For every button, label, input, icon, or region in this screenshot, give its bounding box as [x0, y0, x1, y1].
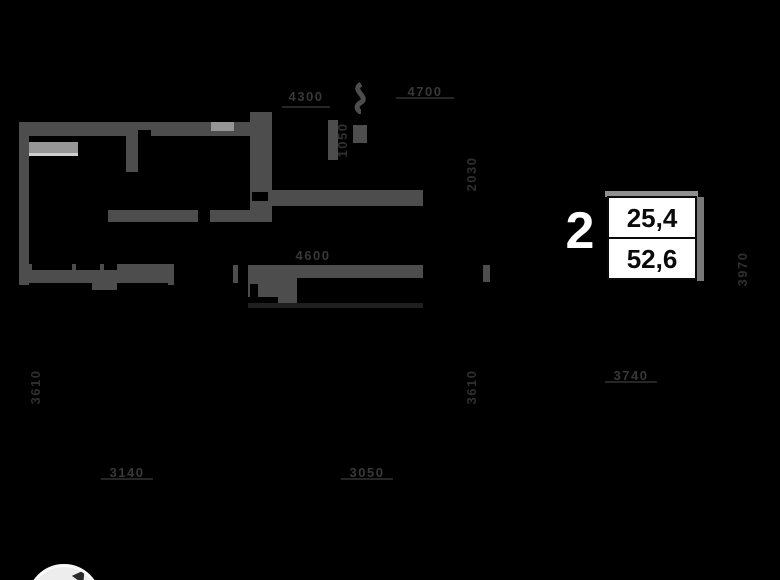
adjacent-wall-faint: [248, 303, 423, 308]
area-box-shadow-top: [605, 191, 698, 197]
living-area-value: 25,4: [609, 198, 695, 239]
wall-stub-mid: [168, 264, 174, 285]
window-opening-1: [32, 259, 72, 270]
wall-chunk-a: [328, 120, 338, 160]
window-top-segment: [211, 122, 234, 131]
door-opening-mid: [198, 210, 210, 222]
dim-top-left: 4300: [288, 89, 324, 104]
dimension-line: [101, 478, 153, 480]
window-opening-3: [104, 259, 117, 270]
unit-area-box: 25,4 52,6: [607, 196, 697, 280]
dim-bottom-left: 3140: [109, 465, 145, 480]
dim-lower-mid-vertical: 3610: [464, 369, 479, 405]
wall-mid-left: [108, 210, 250, 222]
wall-stub-left: [92, 280, 117, 290]
window-sill-bar: [29, 142, 78, 153]
wall-chunk-b: [353, 125, 367, 143]
wall-stub-corridor: [233, 265, 238, 283]
dim-lower-right: 3740: [613, 368, 649, 383]
wall-break-icon: [354, 82, 366, 114]
dimension-line: [396, 97, 454, 99]
compass-icon: [27, 564, 101, 580]
total-area-value: 52,6: [626, 243, 678, 274]
wall-top: [19, 122, 255, 136]
unit-room-count: 2: [565, 202, 595, 260]
wall-vertical-band: [250, 112, 272, 222]
dim-middle: 4600: [295, 248, 331, 263]
dim-lower-left-vertical: 3610: [28, 369, 43, 405]
door-opening-band: [252, 192, 268, 201]
dim-outer-right-vertical: 3970: [735, 251, 750, 287]
wall-stub-right: [483, 265, 490, 282]
door-opening-entry: [250, 284, 258, 297]
dim-upper-right-vertical: 2030: [464, 156, 479, 192]
window-glass-line: [29, 153, 78, 156]
door-opening-inner: [138, 130, 151, 152]
wall-block-arm: [278, 292, 297, 304]
wall-mid-right: [272, 190, 423, 206]
dim-bottom-mid: 3050: [349, 465, 385, 480]
dimension-line: [605, 381, 657, 383]
wall-left: [19, 136, 29, 285]
area-box-shadow-right: [697, 197, 704, 281]
wall-corridor-band: [248, 265, 423, 278]
dim-top-right: 4700: [407, 84, 443, 99]
wall-inner-vertical: [126, 130, 138, 172]
dimension-line: [341, 478, 393, 480]
dim-top-mid-vertical: 1050: [335, 122, 350, 158]
dimension-line: [282, 106, 330, 108]
window-opening-2: [76, 259, 100, 270]
compass-needle-icon: [71, 567, 91, 580]
